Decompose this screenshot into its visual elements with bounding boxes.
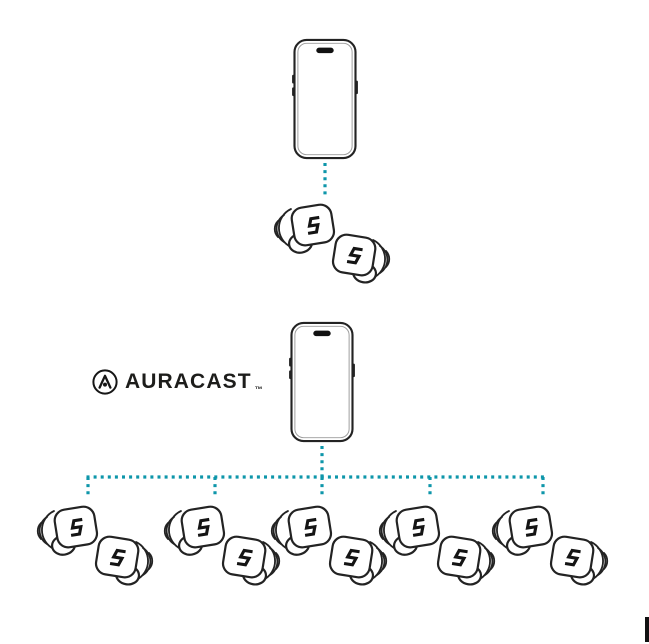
auracast-icon (92, 369, 118, 395)
auracast-wordmark: AURACAST (125, 370, 252, 393)
earbuds-pair-icon (485, 498, 615, 599)
scrollbar-thumb[interactable] (645, 617, 649, 642)
earbuds-pair-icon (30, 498, 160, 599)
earbuds-pair-icon (372, 498, 502, 599)
auracast-trademark: ™ (254, 385, 263, 394)
smartphone-icon (291, 38, 359, 165)
smartphone-icon (288, 321, 356, 448)
earbuds-pair-icon (267, 196, 397, 297)
auracast-logo: AURACAST ™ (92, 368, 263, 396)
